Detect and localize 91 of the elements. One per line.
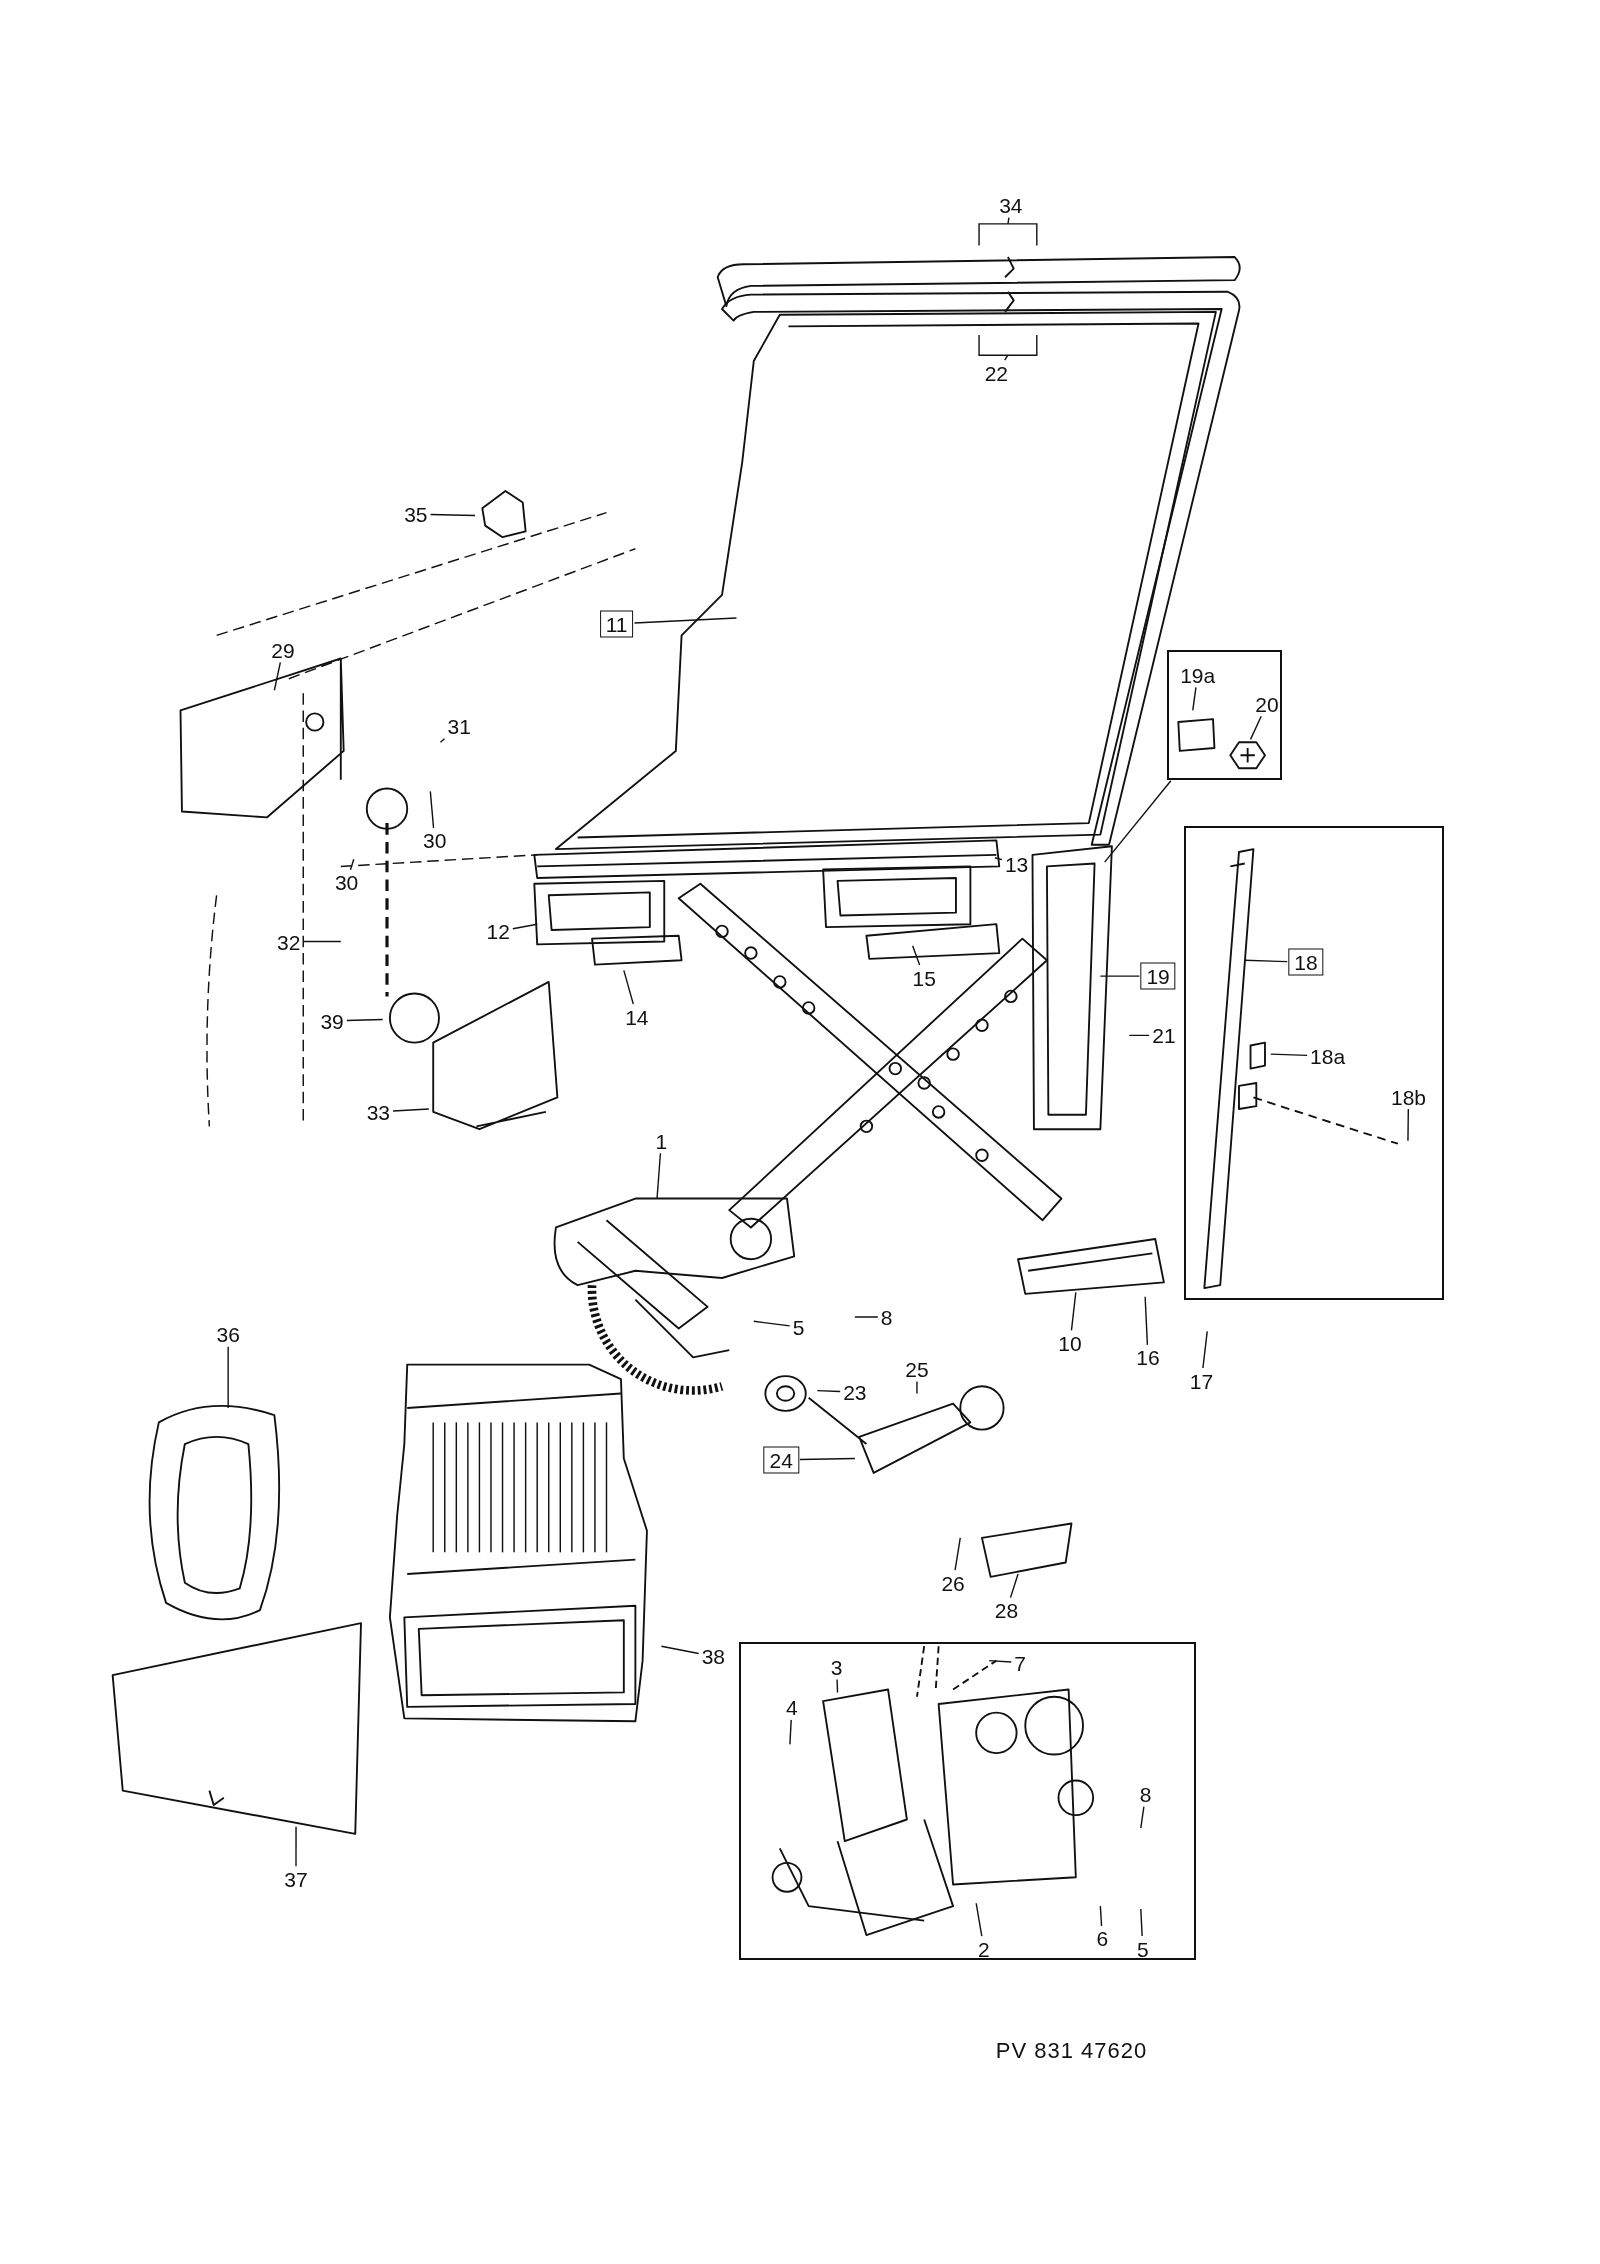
callout-number: 2	[976, 1937, 992, 1961]
callout-number: 7	[1012, 1651, 1028, 1675]
leader-line	[429, 790, 435, 829]
leader-line	[273, 661, 282, 691]
boxed-callout-number: 24	[763, 1446, 799, 1474]
leader-line	[346, 1018, 384, 1022]
inset-frame	[1184, 826, 1445, 1300]
callout-number: 34	[997, 193, 1025, 217]
leader-line	[1202, 1330, 1208, 1369]
callout-number: 37	[282, 1867, 310, 1891]
callout-number: 33	[364, 1100, 392, 1124]
callout-number: 30	[421, 828, 449, 852]
leader-line	[753, 1320, 791, 1327]
callout-number: 12	[484, 919, 512, 943]
leader-line	[1192, 686, 1197, 712]
leader-line	[978, 216, 1038, 247]
boxed-callout-number: 19	[1140, 962, 1176, 990]
callout-number: 8	[1137, 1782, 1154, 1806]
callout-number: 26	[939, 1571, 967, 1595]
leader-line	[1270, 1053, 1308, 1057]
callout-number: 22	[982, 361, 1011, 385]
callout-number: 30	[332, 870, 361, 894]
leader-line	[392, 1108, 430, 1112]
callout-number: 16	[1134, 1345, 1162, 1369]
callout-number: 14	[623, 1005, 651, 1029]
callout-number: 3	[828, 1655, 845, 1679]
leader-line	[623, 969, 634, 1005]
leader-line	[1009, 1573, 1019, 1599]
leader-line	[656, 1152, 662, 1200]
callout-number: 25	[903, 1357, 931, 1381]
callout-number: 8	[878, 1305, 895, 1329]
leader-line	[349, 858, 355, 871]
leader-line	[836, 1678, 839, 1694]
leader-line	[1128, 1034, 1150, 1037]
callout-number: 18b	[1388, 1085, 1428, 1109]
leader-line	[295, 1826, 297, 1867]
boxed-callout-number: 18	[1288, 948, 1324, 976]
leader-line	[633, 617, 738, 624]
callout-number: 32	[275, 930, 303, 953]
callout-number: 23	[841, 1380, 869, 1404]
inset-frame	[1166, 649, 1283, 780]
callout-number: 18a	[1308, 1044, 1348, 1068]
leader-line	[1099, 975, 1141, 977]
leader-line	[1099, 1905, 1103, 1927]
leader-line	[439, 738, 446, 743]
callout-number: 39	[318, 1009, 346, 1033]
callout-number: 15	[910, 966, 938, 990]
callout-number: 6	[1094, 1926, 1111, 1950]
boxed-callout-number: 11	[599, 610, 634, 638]
callout-number: 20	[1253, 692, 1281, 716]
leader-line	[1144, 1296, 1149, 1346]
leader-line	[1244, 959, 1288, 963]
leader-line	[1070, 1291, 1077, 1332]
callout-number: 38	[699, 1644, 727, 1668]
callout-number: 1	[653, 1129, 670, 1153]
callout-number: 10	[1056, 1331, 1084, 1355]
leader-line	[1140, 1805, 1145, 1829]
leader-line	[954, 1537, 961, 1571]
leader-line	[789, 1719, 792, 1746]
leader-line	[854, 1316, 879, 1318]
callout-number: 28	[992, 1598, 1021, 1622]
leader-line	[227, 1346, 229, 1409]
callout-number: 5	[790, 1315, 807, 1339]
leader-line	[512, 923, 538, 930]
callout-number: 35	[402, 502, 430, 526]
callout-number: 17	[1187, 1369, 1216, 1392]
inset-frame	[739, 1641, 1196, 1960]
leader-line	[302, 940, 342, 943]
leader-line	[975, 1902, 983, 1937]
leader-line	[1140, 1908, 1143, 1937]
callout-number: 19a	[1178, 663, 1218, 687]
callout-number: 36	[214, 1322, 242, 1346]
leader-line	[1407, 1108, 1410, 1142]
leader-line	[994, 857, 1003, 861]
leader-line	[799, 1457, 856, 1461]
leader-line	[978, 334, 1038, 361]
leader-line	[1249, 715, 1262, 741]
part-number-note: PV 831 47620	[995, 2037, 1148, 2064]
callout-number: 4	[784, 1695, 800, 1719]
leader-line	[988, 1659, 1012, 1663]
leader-line	[429, 513, 476, 517]
leader-line	[1104, 780, 1172, 863]
callout-number: 31	[445, 714, 473, 738]
leader-line	[660, 1645, 700, 1655]
leader-line	[916, 1380, 918, 1395]
callout-number: 5	[1134, 1937, 1151, 1961]
callout-number: 29	[269, 638, 297, 662]
leader-line	[816, 1389, 841, 1393]
callout-number: 13	[1002, 852, 1031, 876]
leader-line	[911, 945, 921, 966]
callout-number: 21	[1150, 1023, 1178, 1047]
